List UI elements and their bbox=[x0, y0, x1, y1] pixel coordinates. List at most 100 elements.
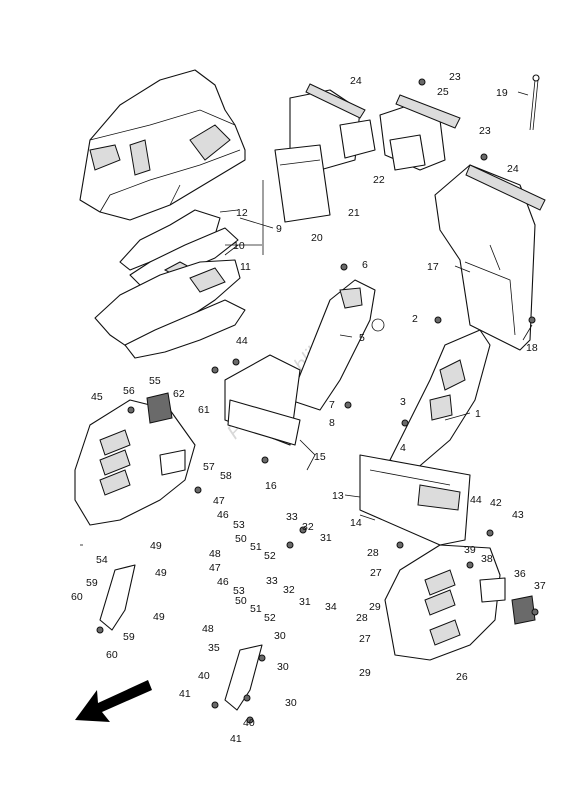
callout-2: 2 bbox=[412, 313, 418, 325]
callout-41a: 41 bbox=[179, 688, 191, 700]
callout-27b: 27 bbox=[359, 633, 371, 645]
callout-43: 43 bbox=[512, 509, 524, 521]
callout-23a: 23 bbox=[449, 71, 461, 83]
center-panel-plate-part bbox=[224, 354, 301, 446]
callout-39: 39 bbox=[464, 544, 476, 556]
callout-1: 1 bbox=[475, 408, 481, 420]
air-duct-left-part bbox=[274, 83, 376, 223]
right-side-guard-part bbox=[384, 544, 506, 661]
callout-32b: 32 bbox=[283, 584, 295, 596]
callout-42: 42 bbox=[490, 497, 502, 509]
callout-48b: 48 bbox=[202, 623, 214, 635]
callout-3: 3 bbox=[400, 396, 406, 408]
callout-29a: 29 bbox=[369, 601, 381, 613]
callout-51a: 51 bbox=[250, 541, 262, 553]
callout-31a: 31 bbox=[320, 532, 332, 544]
clip-part-36 bbox=[511, 595, 536, 625]
callout-54: 54 bbox=[96, 554, 108, 566]
callout-23b: 23 bbox=[479, 125, 491, 137]
upper-cover-part bbox=[79, 69, 246, 221]
callout-46b: 46 bbox=[217, 576, 229, 588]
front-direction-arrow-icon bbox=[75, 680, 152, 722]
clip-part-55 bbox=[146, 392, 173, 424]
callout-24b: 24 bbox=[507, 163, 519, 175]
callout-34: 34 bbox=[325, 601, 337, 613]
callout-51b: 51 bbox=[250, 603, 262, 615]
callout-49a: 49 bbox=[150, 540, 162, 552]
callout-49b: 49 bbox=[155, 567, 167, 579]
callout-35: 35 bbox=[208, 642, 220, 654]
callout-24a: 24 bbox=[350, 75, 362, 87]
callout-58: 58 bbox=[220, 470, 232, 482]
callout-44b: 44 bbox=[470, 494, 482, 506]
callout-29b: 29 bbox=[359, 667, 371, 679]
callout-15: 15 bbox=[314, 451, 326, 463]
callout-25: 25 bbox=[437, 86, 449, 98]
callout-56: 56 bbox=[123, 385, 135, 397]
callout-45: 45 bbox=[91, 391, 103, 403]
callout-59a: 59 bbox=[86, 577, 98, 589]
cover-panel-12 bbox=[119, 209, 221, 271]
callout-21: 21 bbox=[348, 207, 360, 219]
callout-22: 22 bbox=[373, 174, 385, 186]
callout-44a: 44 bbox=[236, 335, 248, 347]
callout-60b: 60 bbox=[106, 649, 118, 661]
callout-30c: 30 bbox=[285, 697, 297, 709]
callout-16: 16 bbox=[265, 480, 277, 492]
callout-28a: 28 bbox=[367, 547, 379, 559]
callout-11: 11 bbox=[240, 261, 251, 273]
callout-18: 18 bbox=[526, 342, 538, 354]
callout-37: 37 bbox=[534, 580, 546, 592]
callout-59b: 59 bbox=[123, 631, 135, 643]
callout-40b: 40 bbox=[243, 717, 255, 729]
callout-52a: 52 bbox=[264, 550, 276, 562]
air-duct-right-part bbox=[434, 164, 546, 351]
callout-38: 38 bbox=[481, 553, 493, 565]
callout-4: 4 bbox=[400, 442, 406, 454]
left-foot-bracket-part bbox=[99, 564, 136, 631]
left-side-guard-part bbox=[74, 399, 196, 526]
callout-50a: 50 bbox=[235, 533, 247, 545]
center-bracket-part bbox=[289, 279, 385, 411]
callout-48a: 48 bbox=[209, 548, 221, 560]
callout-9: 9 bbox=[276, 223, 282, 235]
callout-55: 55 bbox=[149, 375, 161, 387]
lower-foot-bracket-part bbox=[224, 644, 263, 711]
callout-13: 13 bbox=[332, 490, 344, 502]
callout-32a: 32 bbox=[302, 521, 314, 533]
callout-8: 8 bbox=[329, 417, 335, 429]
callout-40a: 40 bbox=[198, 670, 210, 682]
callout-52b: 52 bbox=[264, 612, 276, 624]
callout-5: 5 bbox=[359, 332, 365, 344]
callout-53b: 53 bbox=[233, 585, 245, 597]
callout-27a: 27 bbox=[370, 567, 382, 579]
callout-labels: 1 2 3 4 5 6 7 8 9 10 11 12 13 14 15 16 1… bbox=[71, 71, 546, 745]
callout-60a: 60 bbox=[71, 591, 83, 603]
callout-49c: 49 bbox=[153, 611, 165, 623]
callout-61: 61 bbox=[198, 404, 210, 416]
leader-lines bbox=[80, 91, 533, 546]
callout-33b: 33 bbox=[266, 575, 278, 587]
callout-19: 19 bbox=[496, 87, 508, 99]
callout-47a: 47 bbox=[213, 495, 225, 507]
callout-7: 7 bbox=[329, 399, 335, 411]
callout-6: 6 bbox=[362, 259, 368, 271]
cover-panel-11 bbox=[94, 259, 246, 359]
callout-41b: 41 bbox=[230, 733, 242, 745]
callout-10: 10 bbox=[233, 240, 245, 252]
air-duct-center-part bbox=[379, 94, 461, 171]
callout-36: 36 bbox=[514, 568, 526, 580]
callout-53a: 53 bbox=[233, 519, 245, 531]
floor-panel-part bbox=[359, 454, 471, 546]
callout-31b: 31 bbox=[299, 596, 311, 608]
right-inner-panel-part bbox=[389, 329, 491, 471]
callout-57: 57 bbox=[203, 461, 215, 473]
callout-20: 20 bbox=[311, 232, 323, 244]
fasteners bbox=[96, 78, 539, 724]
callout-30b: 30 bbox=[277, 661, 289, 673]
callout-47b: 47 bbox=[209, 562, 221, 574]
callout-50b: 50 bbox=[235, 595, 247, 607]
callout-17: 17 bbox=[427, 261, 439, 273]
callout-62: 62 bbox=[173, 388, 185, 400]
